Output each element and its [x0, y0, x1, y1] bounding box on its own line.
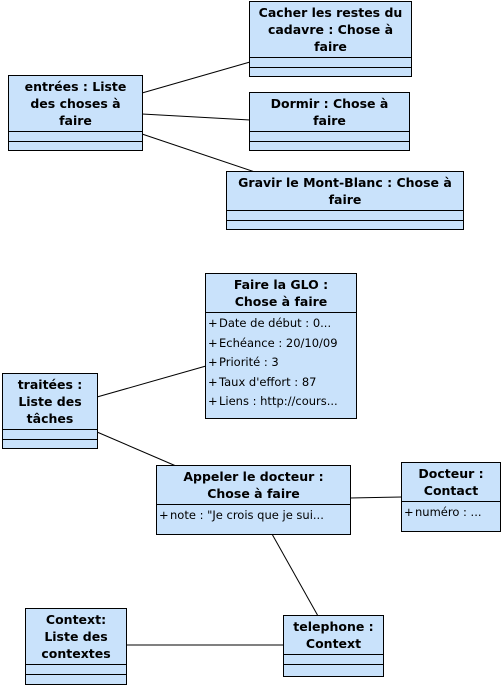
- attribute-row: +Taux d'effort : 87: [206, 373, 356, 393]
- object-context-title: Context: Liste des contextes: [26, 609, 126, 664]
- title-line: Dormir : Chose à: [270, 96, 389, 111]
- attribute-row: +Echéance : 20/10/09: [206, 334, 356, 354]
- title-line: Liste des: [44, 629, 108, 644]
- link-appeler-docteur: [349, 496, 403, 499]
- operation-compartment: [3, 439, 97, 449]
- title-line: faire: [59, 113, 92, 128]
- object-docteur[interactable]: Docteur : Contact +numéro : ...: [401, 462, 501, 532]
- title-line: cadavre : Chose à: [267, 22, 394, 37]
- attribute-row: +Date de début : 0...: [206, 314, 356, 334]
- title-line: Appeler le docteur :: [183, 469, 324, 484]
- visibility-marker: +: [208, 394, 218, 408]
- attribute-row: +numéro : ...: [402, 503, 500, 523]
- title-line: Docteur :: [418, 466, 484, 481]
- link-traitees-appeler: [96, 431, 177, 467]
- attribute-compartment: +note : "Je crois que je sui...: [157, 504, 350, 528]
- link-appeler-telephone: [271, 533, 319, 617]
- attribute-compartment: [26, 664, 126, 674]
- attribute-compartment: [284, 654, 383, 664]
- attribute-row: +Liens : http://cours...: [206, 392, 356, 412]
- title-line: Liste des: [18, 394, 82, 409]
- title-line: Context: [305, 636, 362, 651]
- title-line: Cacher les restes du: [258, 5, 403, 20]
- title-line: Chose à faire: [207, 486, 300, 501]
- operation-compartment: [250, 141, 409, 151]
- object-dormir[interactable]: Dormir : Chose à faire: [249, 92, 410, 151]
- object-appeler[interactable]: Appeler le docteur : Chose à faire +note…: [156, 465, 351, 535]
- attribute-text: Date de début : 0...: [219, 316, 332, 330]
- object-entrees-title: entrées : Liste des choses à faire: [9, 76, 142, 131]
- link-entrees-cacher: [141, 61, 251, 94]
- operation-compartment: [26, 674, 126, 684]
- object-telephone-title: telephone : Context: [284, 616, 383, 654]
- title-line: Faire la GLO :: [233, 277, 329, 292]
- attribute-text: Echéance : 20/10/09: [219, 335, 338, 350]
- link-traitees-faireglo: [96, 365, 207, 398]
- title-line: des choses à: [30, 96, 121, 111]
- object-docteur-title: Docteur : Contact: [402, 463, 500, 501]
- attribute-row: +note : "Je crois que je sui...: [157, 506, 350, 526]
- object-cacher-title: Cacher les restes du cadavre : Chose à f…: [250, 2, 411, 57]
- visibility-marker: +: [404, 505, 414, 519]
- attribute-compartment: [3, 429, 97, 439]
- object-traitees[interactable]: traitées : Liste des tâches: [2, 373, 98, 449]
- object-gravir-title: Gravir le Mont-Blanc : Chose à faire: [227, 172, 463, 210]
- object-traitees-title: traitées : Liste des tâches: [3, 374, 97, 429]
- visibility-marker: +: [208, 316, 218, 330]
- title-line: faire: [314, 39, 347, 54]
- title-line: Context:: [45, 612, 107, 627]
- visibility-marker: +: [208, 355, 218, 369]
- link-entrees-gravir: [141, 133, 256, 173]
- visibility-marker: +: [159, 508, 169, 522]
- title-line: telephone :: [293, 619, 374, 634]
- object-dormir-title: Dormir : Chose à faire: [250, 93, 409, 131]
- attribute-compartment: [9, 131, 142, 141]
- attribute-text: Priorité : 3: [219, 355, 279, 369]
- object-appeler-title: Appeler le docteur : Chose à faire: [157, 466, 350, 504]
- title-line: entrées : Liste: [24, 79, 127, 94]
- title-line: Gravir le Mont-Blanc : Chose à: [238, 175, 452, 190]
- title-line: contextes: [41, 646, 111, 661]
- attribute-compartment: +numéro : ...: [402, 501, 500, 525]
- title-line: traitées :: [17, 377, 83, 392]
- operation-compartment: [250, 67, 411, 77]
- title-line: Contact: [423, 483, 479, 498]
- object-gravir[interactable]: Gravir le Mont-Blanc : Chose à faire: [226, 171, 464, 230]
- attribute-text: note : "Je crois que je sui...: [170, 508, 324, 522]
- title-line: Chose à faire: [234, 294, 328, 309]
- object-entrees[interactable]: entrées : Liste des choses à faire: [8, 75, 143, 151]
- object-context[interactable]: Context: Liste des contextes: [25, 608, 127, 685]
- operation-compartment: [227, 220, 463, 230]
- visibility-marker: +: [208, 335, 218, 350]
- object-telephone[interactable]: telephone : Context: [283, 615, 384, 677]
- title-line: tâches: [26, 411, 74, 426]
- visibility-marker: +: [208, 374, 218, 389]
- object-faire-glo-title: Faire la GLO : Chose à faire: [206, 274, 356, 312]
- object-faire-glo[interactable]: Faire la GLO : Chose à faire +Date de dé…: [205, 273, 357, 419]
- attribute-compartment: [250, 57, 411, 67]
- attribute-text: numéro : ...: [415, 505, 482, 519]
- object-cacher[interactable]: Cacher les restes du cadavre : Chose à f…: [249, 1, 412, 77]
- operation-compartment: [284, 664, 383, 674]
- title-line: faire: [328, 192, 362, 207]
- title-line: faire: [313, 113, 346, 128]
- attribute-compartment: [250, 131, 409, 141]
- operation-compartment: [9, 141, 142, 151]
- link-entrees-dormir: [141, 113, 251, 121]
- attribute-text: Liens : http://cours...: [219, 394, 338, 408]
- attribute-compartment: [227, 210, 463, 220]
- attribute-compartment: +Date de début : 0... +Echéance : 20/10/…: [206, 312, 356, 414]
- attribute-row: +Priorité : 3: [206, 353, 356, 373]
- attribute-text: Taux d'effort : 87: [219, 374, 317, 389]
